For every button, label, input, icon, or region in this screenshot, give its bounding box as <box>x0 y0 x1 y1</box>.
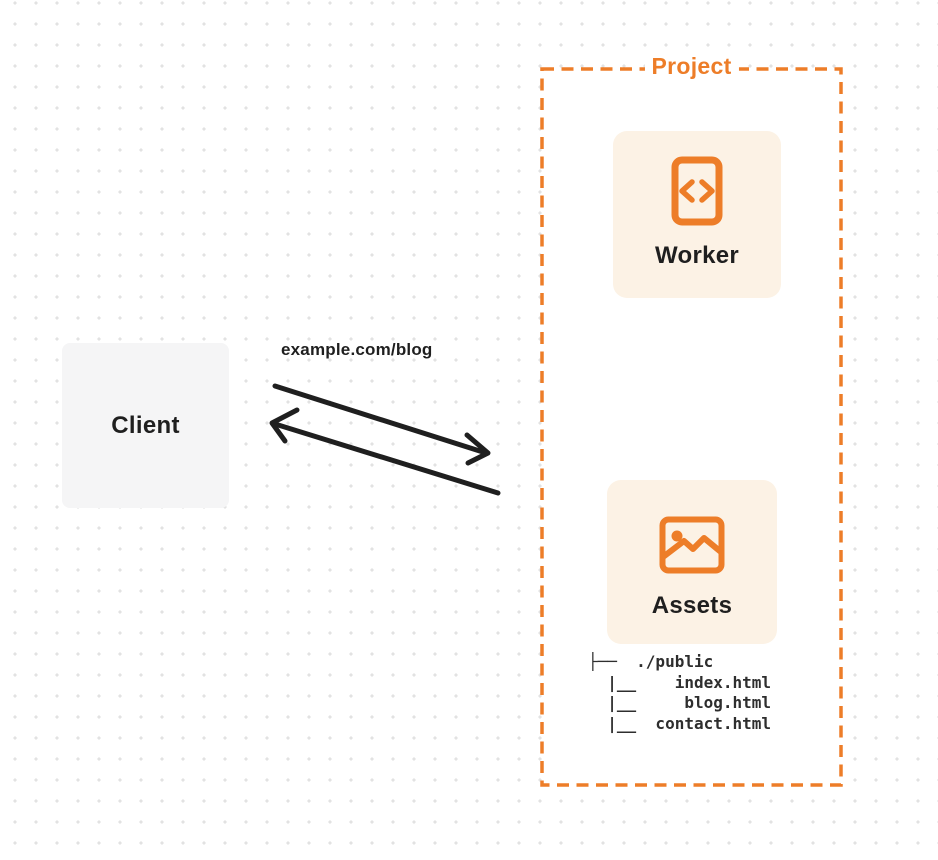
project-label: Project <box>644 53 739 80</box>
image-icon <box>659 516 725 574</box>
request-url-label: example.com/blog <box>281 340 433 359</box>
assets-label: Assets <box>651 592 733 619</box>
response-arrow <box>269 407 501 496</box>
worker-card: Worker <box>613 131 781 298</box>
code-brackets-icon <box>671 156 723 226</box>
client-label: Client <box>111 411 180 439</box>
client-box: Client <box>62 343 229 508</box>
request-arrow <box>272 383 491 466</box>
assets-file-tree: ├── ./public |__ index.html |__ blog.htm… <box>588 652 772 733</box>
worker-label: Worker <box>654 242 740 269</box>
project-container: Project Worker Assets <box>540 53 843 787</box>
assets-card: Assets <box>607 480 777 644</box>
